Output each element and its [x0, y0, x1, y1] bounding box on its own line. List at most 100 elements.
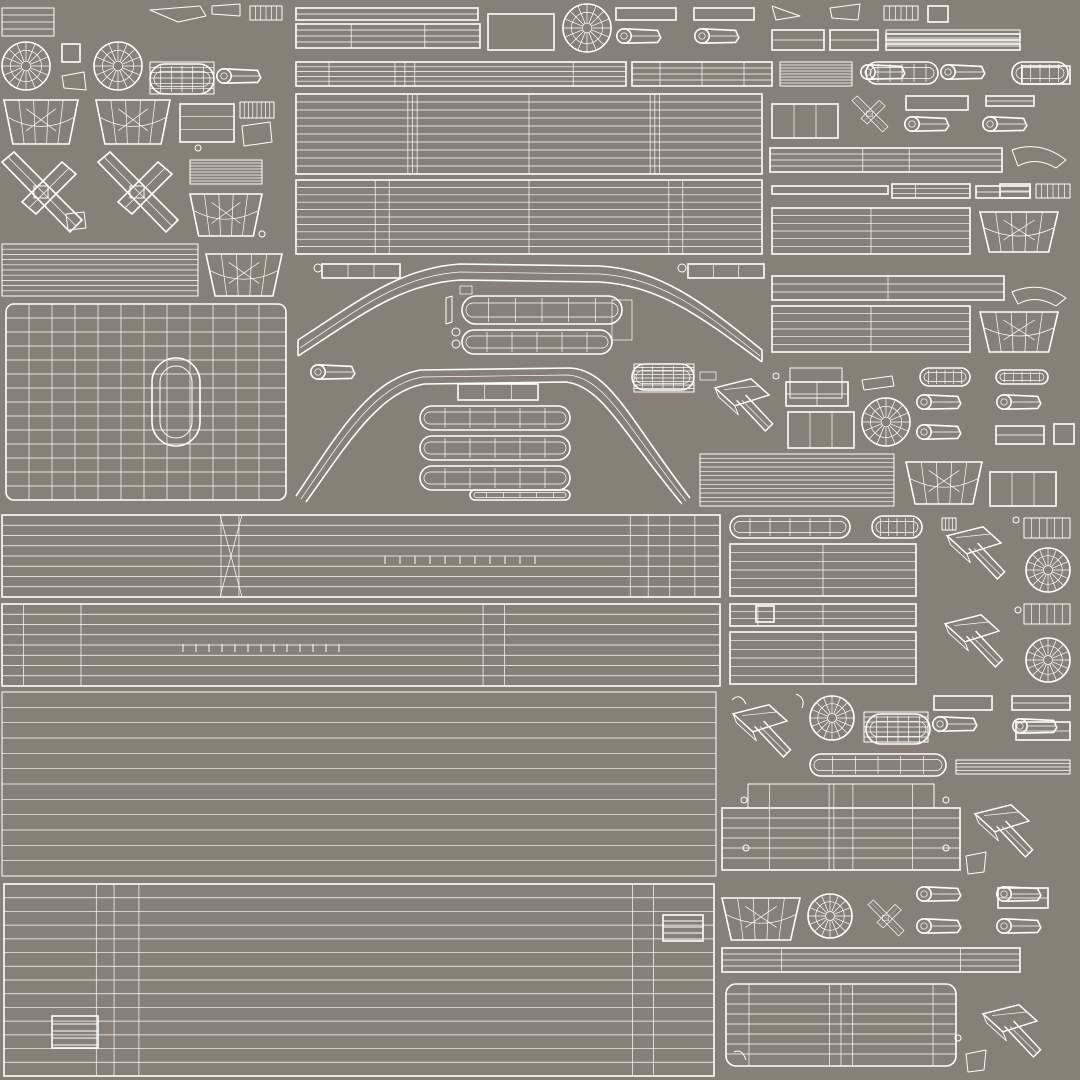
- uv-handlebar-box: [321, 263, 401, 279]
- uv-small-hatch-7: [1, 7, 55, 37]
- uv-lever-10: [995, 393, 1042, 410]
- uv-small-line-2: [885, 33, 1021, 41]
- uv-small-bar-2: [693, 7, 755, 21]
- uv-seat-3: [189, 193, 263, 237]
- uv-small-hatch-4: [633, 363, 695, 393]
- uv-wheel-3: [93, 41, 143, 91]
- uv-small-vhatch-5: [1023, 517, 1071, 539]
- uv-grip-12: [865, 61, 939, 85]
- uv-right-bar-4: [771, 305, 971, 353]
- uv-top-thin-bar: [295, 61, 627, 87]
- uv-small-hatch-2: [149, 61, 215, 95]
- uv-small-block-1: [179, 103, 235, 143]
- uv-seat-7: [905, 461, 983, 505]
- uv-top-bar-1: [295, 93, 763, 175]
- uv-left-grille: [1, 243, 199, 297]
- uv-right-bar-3: [771, 275, 1005, 301]
- uv-small-bar-10: [985, 95, 1035, 107]
- uv-lever-12: [931, 715, 978, 732]
- uv-right-box-1: [771, 103, 839, 139]
- uv-lever-5: [939, 64, 986, 81]
- uv-wheel-2: [1, 41, 51, 91]
- uv-small-bar-7: [975, 185, 1031, 199]
- uv-small-hatch-3: [779, 61, 853, 87]
- uv-small-bar-12: [1015, 721, 1071, 741]
- uv-right-grille: [699, 453, 895, 507]
- uv-grip-2: [461, 329, 613, 355]
- uv-wheel-1: [562, 3, 612, 53]
- uv-right-bar-8: [721, 947, 1021, 973]
- uv-center-small-box: [457, 383, 539, 401]
- uv-top-box: [487, 13, 555, 51]
- uv-seat-module-upper: [721, 783, 961, 871]
- uv-wheel-5: [1025, 547, 1071, 593]
- uv-lever-7: [981, 116, 1028, 133]
- uv-wheel-7: [809, 695, 855, 741]
- uv-seat-module-lower: [725, 983, 957, 1067]
- uv-side-panel-upper: [1, 514, 721, 598]
- uv-grip-1: [461, 295, 623, 325]
- uv-handlebar-lower: [295, 367, 691, 505]
- uv-wheel-6: [1025, 637, 1071, 683]
- uv-lever-3: [693, 27, 740, 44]
- uv-grip-6: [469, 489, 571, 501]
- uv-wireframe-layer: [0, 3, 1075, 1077]
- uv-side-panel-lower: [1, 603, 721, 687]
- uv-seat-2: [95, 99, 171, 145]
- uv-small-square-2: [1053, 423, 1075, 445]
- uv-small-vhatch-1: [249, 5, 283, 21]
- uv-seat-1: [3, 99, 79, 145]
- uv-clamp-3: [943, 614, 1004, 669]
- uv-lever-16: [915, 917, 962, 934]
- uv-small-vhatch-4: [1035, 183, 1071, 199]
- uv-seat-4: [205, 253, 283, 297]
- uv-small-hatch-1: [189, 159, 263, 185]
- uv-top-small-bar: [295, 23, 481, 49]
- uv-lever-6: [903, 116, 950, 133]
- uv-top-rounded-bar: [631, 61, 773, 87]
- uv-grip-7: [729, 515, 851, 539]
- uv-right-box-2: [787, 411, 855, 449]
- uv-top-bar-2: [295, 179, 763, 255]
- uv-grip-15: [919, 367, 971, 387]
- uv-right-thin-hatch: [955, 759, 1071, 775]
- uv-clamp-4: [731, 704, 792, 759]
- uv-lever-9: [915, 393, 962, 410]
- uv-small-bar-11: [995, 425, 1045, 445]
- uv-lever-2: [615, 27, 662, 44]
- uv-seat-5: [978, 211, 1060, 253]
- uv-seat-6: [978, 311, 1060, 353]
- uv-right-bar-5: [729, 543, 917, 597]
- uv-clamp-2: [945, 526, 1006, 581]
- uv-small-block-2: [1021, 65, 1071, 85]
- uv-small-bar-3: [295, 7, 479, 21]
- uv-wheel-4: [861, 397, 911, 447]
- uv-right-bar-1: [769, 147, 1003, 173]
- uv-small-bar-8: [891, 183, 971, 199]
- uv-handlebar-box-2: [687, 263, 765, 279]
- uv-small-bar-4: [771, 29, 825, 51]
- uv-small-bar-13: [933, 695, 993, 711]
- uv-grip-16: [995, 369, 1049, 385]
- uv-right-bar-7: [729, 603, 917, 627]
- uv-lever-1: [216, 68, 262, 85]
- uv-small-bar-9: [905, 95, 969, 111]
- uv-grip-4: [419, 435, 571, 461]
- uv-small-vhatch-6: [1023, 603, 1071, 625]
- uv-small-bar-14: [1011, 695, 1071, 711]
- uv-cross-2: [96, 150, 180, 234]
- uv-seat-8: [721, 897, 801, 941]
- uv-small-square-1: [61, 43, 81, 63]
- uv-cross-3: [851, 95, 889, 133]
- uv-cross-1: [0, 150, 84, 234]
- uv-small-bar-1: [615, 7, 677, 21]
- uv-right-bar-2: [771, 207, 971, 255]
- uv-wheel-8: [807, 893, 853, 939]
- uv-small-parts-misc: [61, 3, 1067, 1073]
- uv-small-square-3: [755, 605, 775, 623]
- uv-cross-4: [867, 899, 905, 937]
- uv-body-panel: [5, 303, 287, 501]
- uv-clamp-6: [981, 1004, 1042, 1059]
